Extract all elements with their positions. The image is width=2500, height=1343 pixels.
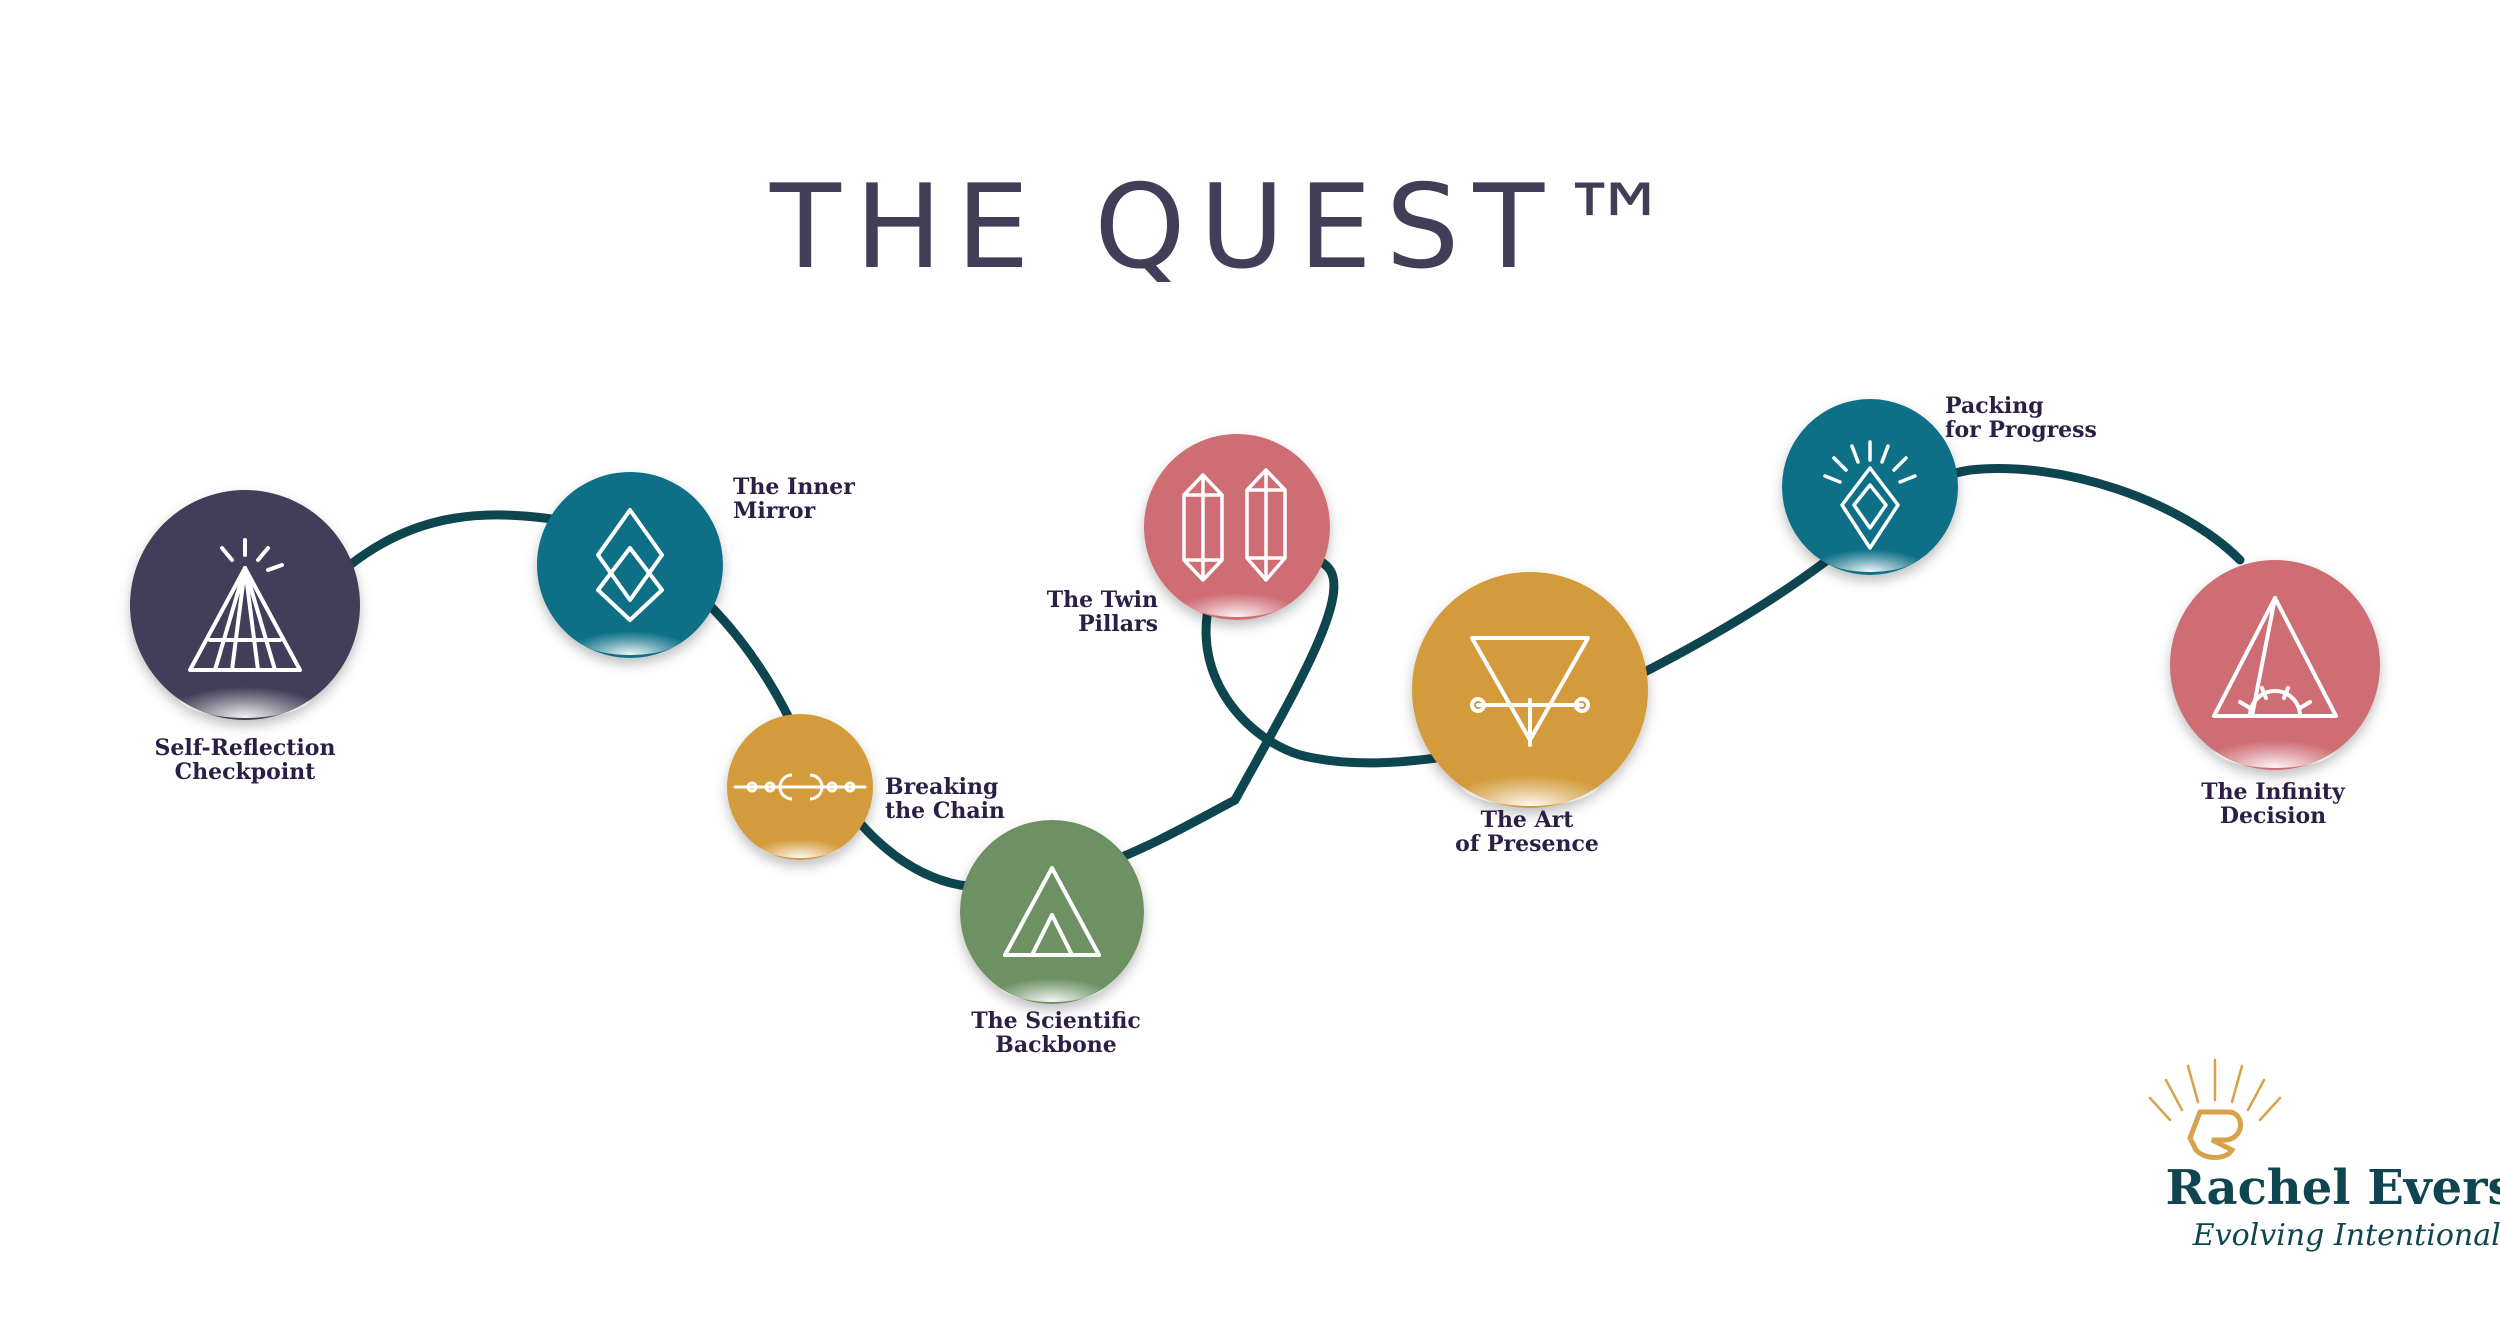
radiant-diamond-icon bbox=[1823, 440, 1917, 550]
moon-chain-icon bbox=[733, 773, 867, 801]
double-diamond-icon bbox=[596, 508, 664, 622]
twin-crystals-icon bbox=[1182, 468, 1287, 582]
label-infinity-decision: The Infinity Decision bbox=[2201, 779, 2345, 829]
label-scientific-backbone: The Scientific Backbone bbox=[971, 1008, 1141, 1058]
station-inner-mirror bbox=[537, 472, 723, 658]
station-scientific-backbone bbox=[960, 820, 1144, 1004]
label-inner-mirror: The Inner Mirror bbox=[733, 474, 855, 524]
pyramid-rays-icon bbox=[188, 538, 302, 672]
mountain-sunrise-icon bbox=[2212, 596, 2338, 718]
station-packing-progress bbox=[1782, 399, 1958, 575]
station-twin-pillars bbox=[1144, 434, 1330, 620]
station-art-of-presence bbox=[1412, 572, 1648, 808]
brand-name: Rachel Evers bbox=[2165, 1160, 2500, 1216]
station-breaking-chain bbox=[727, 714, 873, 860]
station-self-reflection bbox=[130, 490, 360, 720]
twin-mountains-icon bbox=[1003, 866, 1101, 957]
sunburst-r-logo-icon bbox=[2148, 1058, 2282, 1160]
station-infinity-decision bbox=[2170, 560, 2380, 770]
alchemy-triangle-icon bbox=[1470, 636, 1590, 747]
label-art-of-presence: The Art of Presence bbox=[1455, 807, 1599, 857]
label-twin-pillars: The Twin Pillars bbox=[1046, 587, 1158, 637]
label-packing-progress: Packing for Progress bbox=[1945, 393, 2097, 443]
page-title: THE QUEST™ bbox=[770, 160, 1689, 295]
brand-tagline: Evolving Intentionally bbox=[2192, 1218, 2500, 1253]
label-self-reflection: Self-Reflection Checkpoint bbox=[154, 735, 336, 785]
label-breaking-chain: Breaking the Chain bbox=[885, 774, 1005, 824]
